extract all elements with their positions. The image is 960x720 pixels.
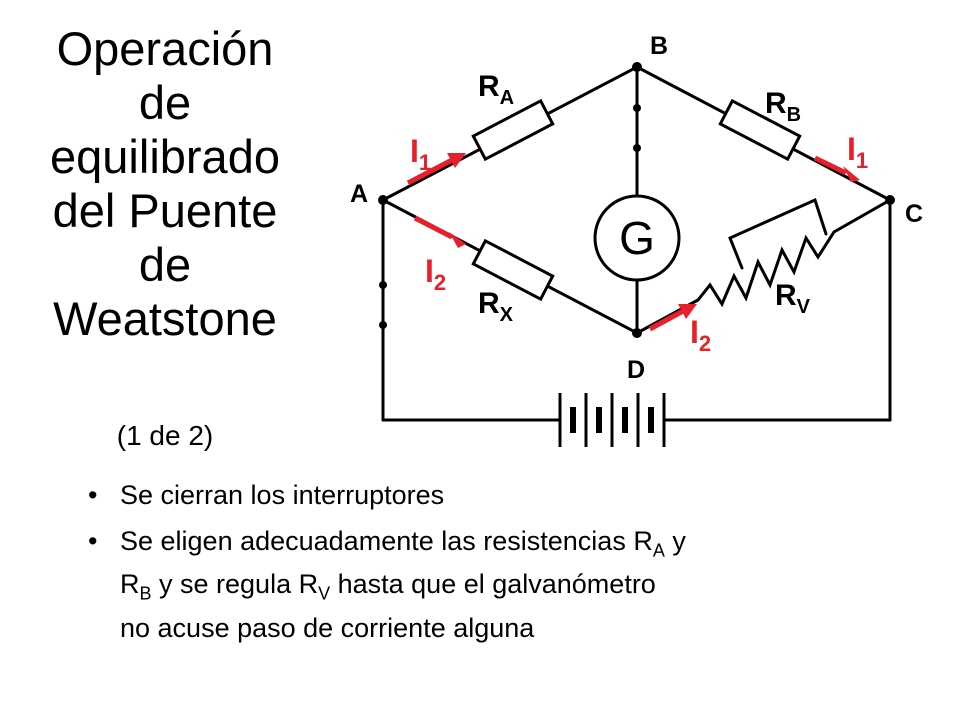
current-arrow-i2-left [413, 215, 454, 240]
node-d-dot [632, 328, 642, 338]
galvanometer [593, 194, 681, 282]
title-line: Operación [56, 22, 274, 75]
current-arrow-i2-right [648, 308, 685, 332]
node-b-label: B [650, 32, 668, 60]
current-i1-right-label: I1 [847, 131, 868, 173]
node-b-dot [632, 62, 642, 72]
arrowhead-icon [843, 166, 860, 182]
bullet-text: Se cierran los interruptores [120, 480, 445, 510]
title-line: del Puente [52, 184, 278, 237]
current-i1-left-label: I1 [410, 133, 431, 175]
resistor-ra-label: RA [478, 70, 514, 109]
current-i2-right-label: I2 [690, 314, 711, 356]
rv-slider [728, 197, 828, 270]
node-c-label: C [905, 200, 923, 228]
galvanometer-label: G [619, 212, 655, 264]
switch-top-contact [633, 104, 641, 112]
switch-bottom-contact [379, 281, 387, 289]
current-arrow-i1-right [813, 155, 848, 176]
arrowhead-icon [678, 304, 697, 319]
wheatstone-bridge-diagram: G A B C D RA RB RX RV I1 I1 I2 [350, 32, 923, 447]
arrowhead-icon [449, 232, 466, 248]
resistor-rb-label: RB [765, 87, 801, 126]
title-line: equilibrado [50, 130, 280, 183]
current-i2-left-label: I2 [425, 253, 446, 295]
node-c-dot [885, 195, 895, 205]
title-line: de [138, 76, 192, 129]
battery [558, 393, 666, 447]
bullet-line: Se eligen adecuadamente las resistencias… [120, 526, 686, 561]
resistor-rb [718, 98, 802, 162]
switch-top-contact [633, 144, 641, 152]
current-arrow-i1-left [406, 157, 454, 186]
node-d-label: D [627, 356, 645, 384]
bullet-line: no acuse paso de corriente alguna [120, 612, 535, 643]
resistor-rv-label: RV [775, 279, 811, 318]
bullet-line: RB y se regula RV hasta que el galvanóme… [120, 569, 656, 604]
page-subtitle: (1 de 2) [116, 420, 214, 451]
node-a-label: A [350, 180, 368, 208]
arrowhead-icon [447, 153, 466, 168]
bullet-item: • Se cierran los interruptores [80, 478, 920, 512]
page-title: Operación de equilibrado del Puente de W… [20, 22, 310, 346]
switch-bottom-contact [379, 321, 387, 329]
bullet-item: • Se eligen adecuadamente las resistenci… [80, 524, 920, 645]
bullet-list: • Se cierran los interruptores • Se elig… [80, 478, 920, 657]
resistor-ra [471, 98, 555, 162]
rv-zigzag [696, 198, 892, 308]
resistor-rx [471, 238, 555, 302]
bullet-dot-icon: • [88, 526, 98, 556]
node-a-dot [378, 195, 388, 205]
resistor-rx-label: RX [478, 287, 514, 326]
title-line: Weatstone [53, 292, 277, 345]
bullet-dot-icon: • [88, 480, 98, 510]
title-line: de [138, 238, 192, 291]
